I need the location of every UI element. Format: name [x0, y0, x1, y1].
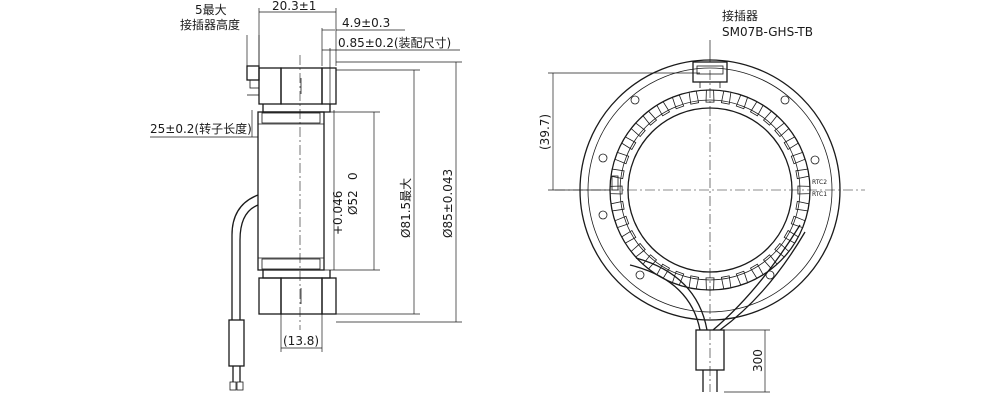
mark-rtc1: RTC1 [812, 191, 827, 198]
width-total-label: 20.3±1 [272, 0, 316, 13]
stator-tooth [735, 270, 749, 286]
stator-tooth [762, 110, 778, 126]
stator-tooth [688, 275, 700, 290]
stator-tooth [720, 275, 732, 290]
stator-tooth [610, 168, 625, 180]
stator-tooth [783, 229, 799, 244]
stator-tooth [656, 101, 671, 117]
dim-assembly: 0.85±0.2(装配尺寸) [322, 36, 460, 104]
height-39-7-label: (39.7) [538, 114, 552, 150]
stator-tooth [735, 94, 749, 110]
stator-tooth [795, 200, 810, 212]
dim-rotor-length: 25±0.2(转子长度) [150, 110, 258, 138]
stator-tooth [790, 215, 806, 229]
dim-13-8: (13.8) [280, 314, 323, 352]
stator-tooth [749, 263, 764, 279]
stator-tooth [783, 136, 799, 151]
stator-tooth [630, 242, 646, 258]
stator-tooth [609, 185, 623, 195]
assembly-dim-label: 0.85±0.2(装配尺寸) [338, 36, 451, 50]
dia-85-label: Ø85±0.043 [441, 169, 455, 238]
bore-tol-zero: 0 [346, 172, 360, 180]
stator-tooth [642, 254, 658, 270]
stator-tooth [790, 151, 806, 165]
stator-tooth [671, 94, 685, 110]
stator-tooth [720, 90, 732, 105]
lead-length-label: 300 [751, 349, 765, 372]
connector-label-1: 接插器 [722, 8, 758, 23]
dim-width-total: 20.3±1 [258, 0, 337, 66]
dia-81-5-label: Ø81.5最大 [399, 178, 413, 238]
mounting-holes [598, 95, 820, 280]
stator-tooth [705, 89, 715, 103]
stator-tooth [630, 122, 646, 138]
stator-tooth [762, 254, 778, 270]
connector-label-2: SM07B-GHS-TB [722, 25, 813, 39]
dim-300: 300 [724, 329, 770, 393]
mark-rtc2: RTC2 [812, 179, 827, 186]
side-view: 5最大 接插器高度 20.3±1 4.9±0.3 0.85±0.2(装配尺寸) [150, 0, 462, 391]
stator-tooth [795, 168, 810, 180]
stator-tooth [705, 277, 715, 291]
lead-wires-front [629, 224, 806, 392]
bottom-stator-section [258, 270, 337, 315]
rotor-length-label: 25±0.2(转子长度) [150, 121, 252, 136]
stator-tooth [621, 136, 637, 151]
bore-dia-label: Ø52 [346, 190, 360, 215]
stator-tooth [614, 215, 630, 229]
rotor-body [257, 111, 325, 271]
stator-teeth [609, 89, 811, 291]
stator-tooth [610, 200, 625, 212]
stator-tooth [774, 122, 790, 138]
stator-tooth [621, 229, 637, 244]
dim-connector-height: 5最大 接插器高度 [180, 3, 260, 66]
stator-tooth [642, 110, 658, 126]
dim-39-7: (39.7) [538, 72, 700, 191]
front-view: 接插器 SM07B-GHS-TB RTC2 RTC1 (39.7) [538, 8, 865, 393]
stator-tooth [614, 151, 630, 165]
lead-wires-side [228, 194, 259, 391]
stator-tooth [797, 185, 811, 195]
width-4-9-label: 4.9±0.3 [342, 16, 390, 30]
dim-13-8-label: (13.8) [283, 334, 319, 348]
dim-diameters: +0.046 Ø52 0 Ø81.5最大 Ø85±0.043 [324, 61, 462, 323]
connector-height-label-1: 5最大 [195, 3, 227, 17]
bore-tol-plus: +0.046 [331, 191, 345, 235]
connector-height-label-2: 接插器高度 [180, 17, 240, 32]
top-stator-section [246, 65, 337, 113]
stator-tooth [749, 101, 764, 117]
stator-tooth [688, 90, 700, 105]
dim-4-9: 4.9±0.3 [321, 16, 405, 66]
connector-front: 接插器 SM07B-GHS-TB [692, 8, 813, 88]
stator-tooth [774, 242, 790, 258]
